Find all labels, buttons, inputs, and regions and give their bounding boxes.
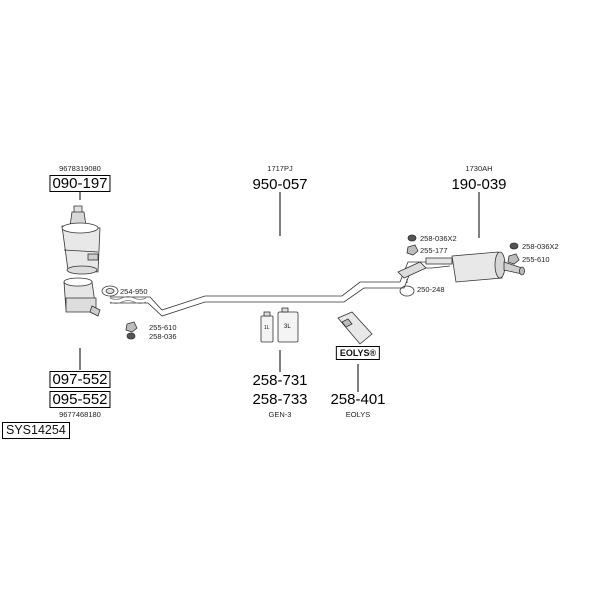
hanger-icon bbox=[125, 321, 138, 333]
hw-255-610-left[interactable]: 255-610 bbox=[149, 323, 177, 332]
part-number-097-552[interactable]: 097-552 bbox=[49, 371, 111, 388]
hw-258-036-left[interactable]: 258-036 bbox=[149, 332, 177, 341]
hanger-mounts bbox=[125, 234, 520, 340]
rubber-mount-icon bbox=[407, 234, 417, 242]
rubber-mount-icon bbox=[509, 242, 519, 250]
part-ref-1730ah: 1730AH bbox=[465, 164, 493, 173]
hw-255-177[interactable]: 255-177 bbox=[420, 246, 448, 255]
part-ref-1717pj: 1717PJ bbox=[267, 164, 293, 173]
part-number-950-057[interactable]: 950-057 bbox=[252, 176, 308, 193]
hw-254-950[interactable]: 254-950 bbox=[120, 287, 148, 296]
part-ref-9677468180: 9677468180 bbox=[59, 410, 101, 419]
rubber-mount-icon bbox=[126, 332, 136, 340]
fluid-canisters bbox=[260, 307, 299, 343]
eolys-badge: EOLYS® bbox=[335, 346, 381, 360]
clamp-254-950 bbox=[101, 285, 119, 297]
canister-small-label: 1L bbox=[264, 325, 270, 331]
part-number-258-731[interactable]: 258-731 bbox=[252, 372, 308, 389]
system-code: SYS14254 bbox=[2, 422, 70, 439]
canister-large-label: 3L bbox=[284, 324, 291, 330]
hw-250-248[interactable]: 250-248 bbox=[417, 285, 445, 294]
clamp-250-248 bbox=[399, 279, 415, 297]
part-ref-eolys: EOLYS bbox=[345, 410, 371, 419]
exhaust-pipe-950-057 bbox=[109, 259, 451, 317]
part-ref-gen-3: GEN-3 bbox=[268, 410, 292, 419]
part-number-095-552[interactable]: 095-552 bbox=[49, 391, 111, 408]
eolys-pouch bbox=[337, 311, 373, 345]
hw-258-036x2-right[interactable]: 258-036X2 bbox=[522, 242, 559, 251]
hanger-icon bbox=[507, 253, 520, 265]
hanger-icon bbox=[406, 244, 419, 256]
dpf-lower-unit bbox=[63, 277, 101, 317]
part-ref-9678319080: 9678319080 bbox=[59, 164, 101, 173]
dpf-upper-unit bbox=[61, 205, 101, 275]
rear-silencer-190-039 bbox=[397, 251, 525, 283]
part-number-090-197[interactable]: 090-197 bbox=[49, 175, 111, 192]
part-number-258-401[interactable]: 258-401 bbox=[330, 391, 386, 408]
leader-lines bbox=[79, 192, 480, 392]
part-number-258-733[interactable]: 258-733 bbox=[252, 391, 308, 408]
hw-258-036x2-mid[interactable]: 258-036X2 bbox=[420, 234, 457, 243]
part-number-190-039[interactable]: 190-039 bbox=[451, 176, 507, 193]
hw-255-610-right[interactable]: 255-610 bbox=[522, 255, 550, 264]
